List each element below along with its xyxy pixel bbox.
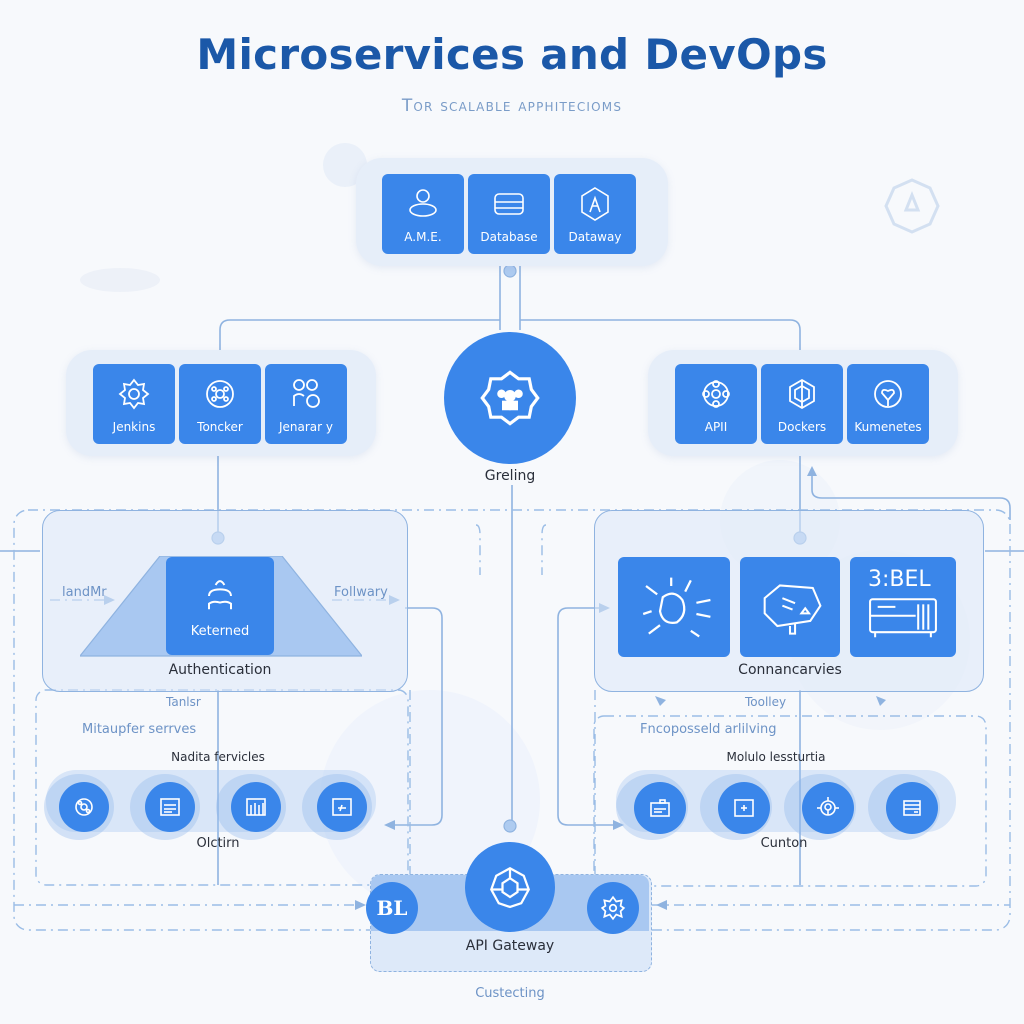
tile-api[interactable]: APII [675,364,757,444]
right-services-region-label: Fncoposseld arlilving [640,722,777,737]
right-service-2[interactable] [718,782,770,834]
auth-out-label: Follwary [334,585,388,600]
gear-icon [118,378,150,410]
right-service-3[interactable] [802,782,854,834]
center-hub-label: Greling [484,468,536,484]
gateway-left-badge-text: BL [376,896,408,920]
star-gear-icon [600,895,626,921]
tile-label: Jenarar y [278,420,334,434]
left-service-2[interactable] [145,782,195,832]
database-icon [494,193,524,215]
right-service-1[interactable] [634,782,686,834]
tile-label: Toncker [197,420,243,434]
tile-toncker[interactable]: Toncker [179,364,261,444]
document-icon [160,798,180,816]
tile-label: Dataway [568,230,622,244]
server-box-icon [763,584,822,635]
tile-label: Kumenetes [854,420,922,434]
gateway-right-icon[interactable] [587,882,639,934]
network-wheel-icon [206,380,234,408]
tile-jenarary[interactable]: Jenarar y [265,364,347,444]
tile-keterned[interactable]: Keterned [166,557,274,655]
gear-cluster-icon [75,798,93,816]
left-service-4[interactable] [317,782,367,832]
tile-label: Keterned [190,623,250,639]
right-services-footer: Cunton [760,836,808,851]
decorative-badge-icon [884,178,940,234]
left-services-footer: Olctirn [196,836,240,851]
connectors-group-title: Connancarvies [738,662,842,678]
burst-sketch-icon [642,577,711,638]
tile-3bel-label: 3:BEL [868,567,931,592]
web-polygon-icon [789,378,815,410]
heart-gear-icon [874,380,902,408]
page-subtitle: Tor scalable apphitecioms [401,96,623,116]
auth-below-label: Tanlsr [166,695,201,709]
auth-in-label: landMr [62,585,107,600]
tile-3bel[interactable]: 3:BEL [850,557,956,657]
tile-label: A.M.E. [404,230,442,244]
gateway-footer: Custecting [475,986,545,1001]
left-service-3[interactable] [231,782,281,832]
page-title: Microservices and DevOps [196,30,828,79]
node-gear-icon [817,797,839,816]
user-stack-icon [208,579,232,609]
left-services-title: Nadita fervicles [171,750,265,764]
edit-board-icon [332,798,352,816]
tile-ame[interactable]: A.M.E. [382,174,464,254]
tile-label: Database [480,230,538,244]
left-services-region-label: Mitaupfer serrves [82,722,197,737]
users-gear-icon [293,379,320,408]
connectors-below-label: Toolley [745,695,787,709]
globe-network-icon [490,866,530,909]
tile-database[interactable]: Database [468,174,550,254]
center-hub[interactable] [444,332,576,464]
plus-board-icon [734,799,754,817]
tile-label: Jenkins [112,420,156,434]
gateway-left-badge[interactable]: BL [366,882,418,934]
hexagon-compass-icon [581,187,609,221]
tile-dataway[interactable]: Dataway [554,174,636,254]
right-services-title: Molulo lessturtia [726,750,826,764]
gateway-title: API Gateway [465,938,555,954]
tile-server-box[interactable] [740,557,840,657]
user-orbit-icon [409,189,437,217]
tile-kumenetes[interactable]: Kumenetes [847,364,929,444]
stack-card-icon [903,800,921,816]
tile-jenkins[interactable]: Jenkins [93,364,175,444]
tile-label: Dockers [777,420,827,434]
left-service-1[interactable] [59,782,109,832]
right-service-4[interactable] [886,782,938,834]
rack-icon [869,598,937,638]
cog-network-icon [480,370,540,426]
tile-dockers[interactable]: Dockers [761,364,843,444]
flower-gear-icon [702,380,730,408]
auth-group-title: Authentication [168,662,272,678]
tile-burst[interactable] [618,557,730,657]
folder-card-icon [650,799,670,817]
tile-label: APII [704,420,728,434]
gateway-hub[interactable] [465,842,555,932]
chart-bars-icon [246,798,266,816]
